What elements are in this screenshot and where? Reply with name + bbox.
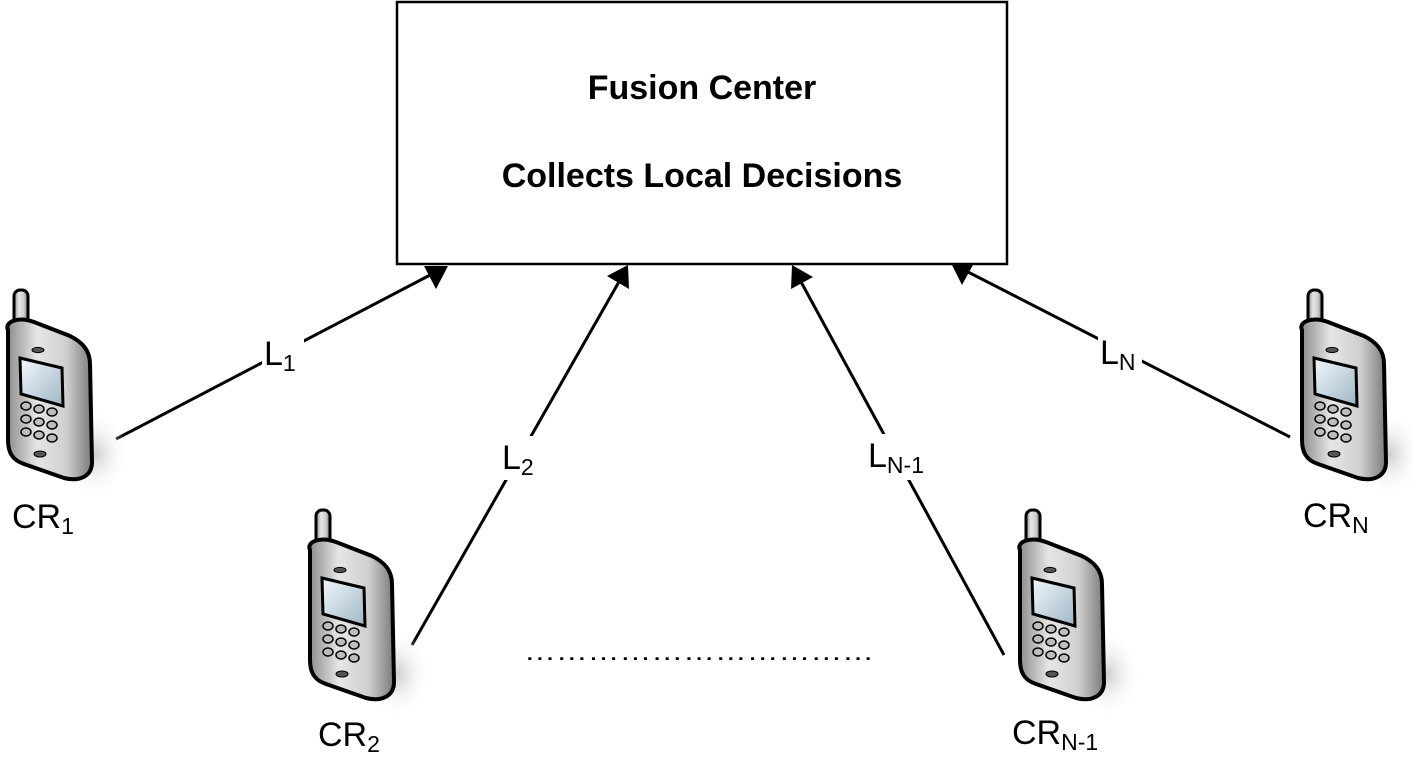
- link-label-l1: L1: [262, 330, 304, 376]
- mobile-phone-icon: [307, 508, 432, 720]
- link-label-l2: L2: [500, 436, 544, 480]
- radios-ellipsis: ……………………………: [524, 636, 874, 666]
- svg-text:L2: L2: [502, 439, 534, 480]
- link-label-ln: LN: [1098, 332, 1142, 375]
- mobile-phone-icon: [1017, 508, 1142, 720]
- fusion-center-box: [395, 0, 1009, 266]
- fusion-center-title: Fusion Center: [588, 69, 817, 107]
- svg-text:LN: LN: [1100, 334, 1136, 375]
- radio-label-crn: CRN: [1303, 497, 1369, 538]
- mobile-phone-icon: [1299, 288, 1412, 500]
- radio-label-cr1: CR1: [12, 498, 74, 539]
- mobile-phone-icon: [5, 288, 130, 500]
- svg-text:L1: L1: [264, 335, 296, 376]
- radio-label-crn1: CRN-1: [1012, 714, 1098, 755]
- link-label-ln1: LN-1: [866, 434, 946, 480]
- fusion-center-subtitle: Collects Local Decisions: [502, 157, 903, 195]
- svg-text:LN-1: LN-1: [868, 437, 924, 478]
- radio-label-cr2: CR2: [318, 716, 380, 757]
